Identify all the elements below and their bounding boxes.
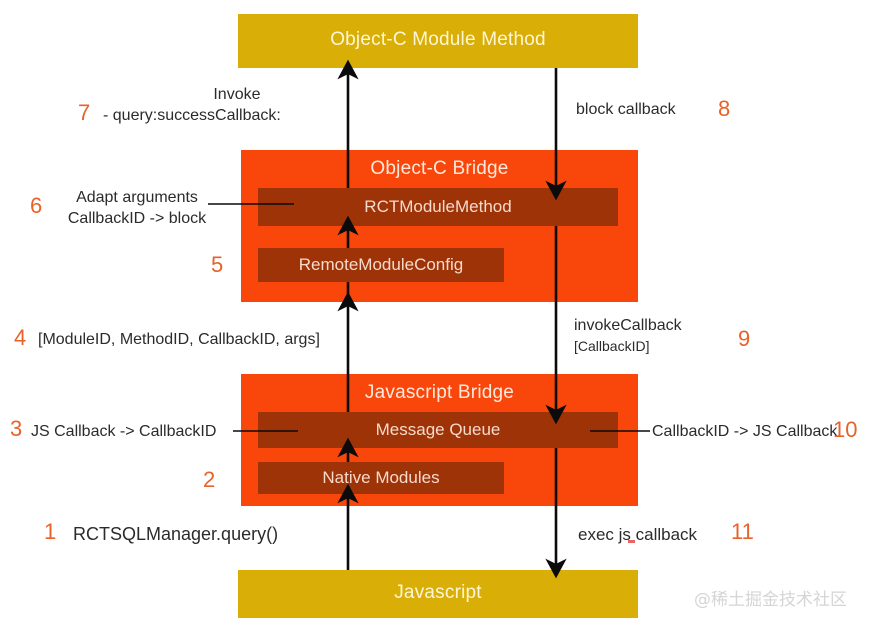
- layer-javascript: Javascript: [238, 570, 638, 618]
- layer-javascript-label: Javascript: [394, 582, 482, 603]
- note-adapt-arguments: Adapt arguments CallbackID -> block: [62, 188, 212, 230]
- note-adapt-arguments-line1: Adapt arguments: [76, 189, 198, 206]
- box-rct-module-method-label: RCTModuleMethod: [364, 197, 512, 216]
- note-invoke-callback-line2: [CallbackID]: [574, 337, 650, 354]
- watermark: @稀土掘金技术社区: [694, 590, 847, 610]
- note-invoke: Invoke - query:successCallback:: [103, 85, 281, 127]
- box-rct-module-method: RCTModuleMethod: [258, 188, 618, 226]
- box-native-modules-label: Native Modules: [322, 468, 440, 487]
- box-message-queue-label: Message Queue: [375, 420, 501, 439]
- note-block-callback: block callback: [576, 101, 676, 118]
- note-invoke-callback-line1: invokeCallback: [574, 317, 682, 334]
- layer-objc-module-method: Object-C Module Method: [238, 14, 638, 68]
- layer-javascript-bridge-label: Javascript Bridge: [364, 382, 515, 403]
- box-remote-module-config-label: RemoteModuleConfig: [298, 255, 464, 274]
- step-number-2: 2: [203, 467, 216, 492]
- step-number-3: 3: [10, 416, 23, 441]
- step-number-10: 10: [833, 417, 858, 442]
- box-native-modules: Native Modules: [258, 462, 504, 494]
- step-number-8: 8: [718, 96, 731, 121]
- note-rctsqlmanager-query: RCTSQLManager.query(): [73, 524, 279, 544]
- step-number-4: 4: [14, 325, 27, 350]
- text-caret-artifact: [628, 540, 635, 543]
- note-js-callback-to-callbackid: JS Callback -> CallbackID: [31, 423, 217, 440]
- layer-objc-bridge-label: Object-C Bridge: [370, 158, 509, 179]
- step-number-7: 7: [78, 100, 91, 125]
- note-module-method-callback-args: [ModuleID, MethodID, CallbackID, args]: [38, 331, 320, 348]
- note-adapt-arguments-line2: CallbackID -> block: [67, 209, 207, 227]
- note-callbackid-to-js-callback: CallbackID -> JS Callback: [652, 423, 838, 440]
- box-remote-module-config: RemoteModuleConfig: [258, 248, 504, 282]
- step-number-11: 11: [731, 519, 754, 544]
- step-number-5: 5: [211, 252, 224, 277]
- step-number-9: 9: [738, 326, 751, 351]
- note-exec-js-callback: exec js callback: [578, 525, 698, 544]
- note-invoke-line2: - query:successCallback:: [103, 106, 281, 124]
- layer-objc-module-method-label: Object-C Module Method: [330, 29, 546, 50]
- note-invoke-callback: invokeCallback [CallbackID]: [574, 316, 682, 355]
- box-message-queue: Message Queue: [258, 412, 618, 448]
- step-number-6: 6: [30, 193, 43, 218]
- note-invoke-line1: Invoke: [213, 86, 261, 103]
- step-number-1: 1: [44, 519, 57, 544]
